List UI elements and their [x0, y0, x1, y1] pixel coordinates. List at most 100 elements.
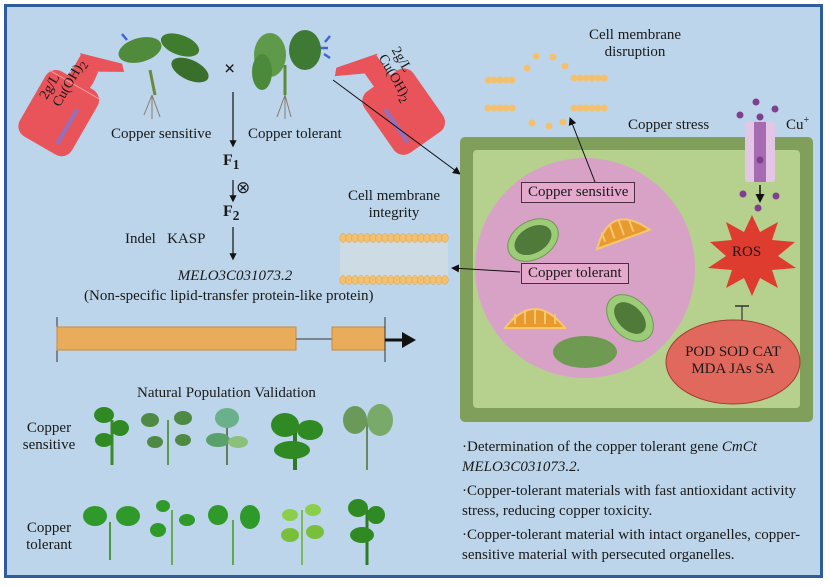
row-label-line: sensitive: [22, 437, 76, 454]
arrow-to-integrity: [451, 264, 521, 273]
antioxidant-line: POD SOD CAT: [685, 344, 781, 360]
lipid-head: [339, 233, 347, 243]
cross-symbol: ×: [224, 58, 236, 80]
lipid-head: [387, 275, 395, 285]
lipid-head: [582, 74, 590, 82]
membrane-integrity-label: Cell membrane integrity: [340, 188, 448, 223]
gene-name: CmCt: [721, 439, 757, 455]
lipid-head: [369, 233, 377, 243]
lipid-head: [375, 233, 383, 243]
lipid-head: [435, 233, 443, 243]
lipid-head: [528, 119, 536, 127]
marker-label: Indel KASP: [125, 231, 206, 247]
lipid-head: [502, 104, 510, 112]
membrane-disrupted-icon: [484, 52, 608, 130]
label-line: integrity: [368, 205, 420, 222]
spray-bottle-right-icon: [334, 53, 446, 155]
lipid-head: [570, 74, 578, 82]
lipid-head: [411, 275, 419, 285]
conclusion-text: ·Determination of the copper tolerant ge…: [462, 439, 722, 455]
parent-tolerant-label: Copper tolerant: [248, 126, 342, 142]
lipid-head: [399, 275, 407, 285]
lipid-head: [417, 275, 425, 285]
membrane-intact-icon: [339, 233, 449, 285]
plant-icon: [348, 499, 385, 565]
lipid-head: [429, 233, 437, 243]
exon-1: [56, 326, 297, 351]
arrow-to-cell: [332, 79, 461, 175]
lipid-head: [508, 104, 516, 112]
plant-icon: [141, 411, 192, 465]
lipid-head: [496, 76, 504, 84]
label-line: Cell membrane: [588, 27, 682, 43]
plant-icon: [208, 505, 260, 565]
lipid-head: [363, 275, 371, 285]
lipid-head: [545, 122, 553, 130]
f2-label: F2: [223, 203, 239, 224]
plant-sensitive-parent-icon: [118, 33, 209, 119]
gene-id-inline: MELO3C031073.2.: [462, 459, 581, 475]
chloroplast-icon: [606, 294, 654, 342]
validation-sensitive-plants: [94, 404, 393, 470]
row-tolerant-label: Copper tolerant: [18, 520, 80, 555]
plant-icon: [281, 504, 324, 565]
lipid-head: [532, 52, 540, 60]
plant-icon: [83, 506, 140, 560]
spray-bottle-left-icon: [18, 53, 125, 157]
lipid-head: [490, 76, 498, 84]
exon-2: [331, 326, 386, 351]
cu-text: Cu: [786, 117, 804, 133]
copper-tolerant-box: Copper tolerant: [521, 263, 629, 284]
conclusion-item: ·Copper-tolerant materials with fast ant…: [462, 483, 797, 519]
label-line: Cell membrane: [347, 188, 441, 204]
lipid-head: [441, 275, 449, 285]
row-sensitive-label: Copper sensitive: [18, 420, 80, 455]
copper-stress-label: Copper stress: [628, 117, 710, 133]
f1-text: F: [223, 152, 233, 169]
lipid-head: [523, 64, 531, 72]
spray-mist-right-icon: [320, 35, 331, 60]
lipid-head: [600, 104, 608, 112]
chloroplast-icon: [507, 218, 559, 262]
row-label-line: tolerant: [26, 537, 72, 554]
transcription-arrow-icon: [402, 332, 416, 348]
lipid-head: [559, 118, 567, 126]
mitochondrion-icon: [502, 308, 568, 329]
lipid-head: [490, 104, 498, 112]
copper-sensitive-box: Copper sensitive: [521, 182, 636, 203]
copper-ion-label: Cu+: [786, 115, 809, 134]
lipid-head: [588, 104, 596, 112]
lipid-head: [484, 104, 492, 112]
lipid-head: [381, 233, 389, 243]
f2-sub: 2: [232, 208, 240, 224]
lipid-head: [411, 233, 419, 243]
mitochondrion-damaged-icon: [595, 218, 652, 251]
lipid-head: [363, 233, 371, 243]
lipid-head: [405, 275, 413, 285]
lipid-head: [417, 233, 425, 243]
lipid-head: [549, 53, 557, 61]
lipid-head: [576, 74, 584, 82]
lipid-head: [435, 275, 443, 285]
selfing-symbol: ⊗: [236, 178, 251, 197]
lipid-head: [387, 233, 395, 243]
antioxidant-label: POD SOD CAT MDA JAs SA: [668, 344, 798, 379]
lipid-head: [393, 275, 401, 285]
lipid-head: [484, 76, 492, 84]
arrow-to-disruption: [568, 117, 596, 183]
gene-description: (Non-specific lipid-transfer protein-lik…: [84, 288, 374, 304]
label-line: disruption: [604, 44, 666, 61]
copper-channel-icon: [745, 122, 775, 182]
copper-ions-icon: [736, 98, 780, 212]
gene-structure: [56, 317, 416, 362]
lipid-head: [357, 233, 365, 243]
lipid-head: [441, 233, 449, 243]
f2-text: F: [223, 203, 233, 220]
lipid-head: [576, 104, 584, 112]
lipid-head: [502, 76, 510, 84]
lipid-head: [508, 76, 516, 84]
lipid-head: [600, 74, 608, 82]
validation-title: Natural Population Validation: [137, 385, 316, 401]
lipid-head: [405, 233, 413, 243]
parent-sensitive-label: Copper sensitive: [111, 126, 212, 142]
